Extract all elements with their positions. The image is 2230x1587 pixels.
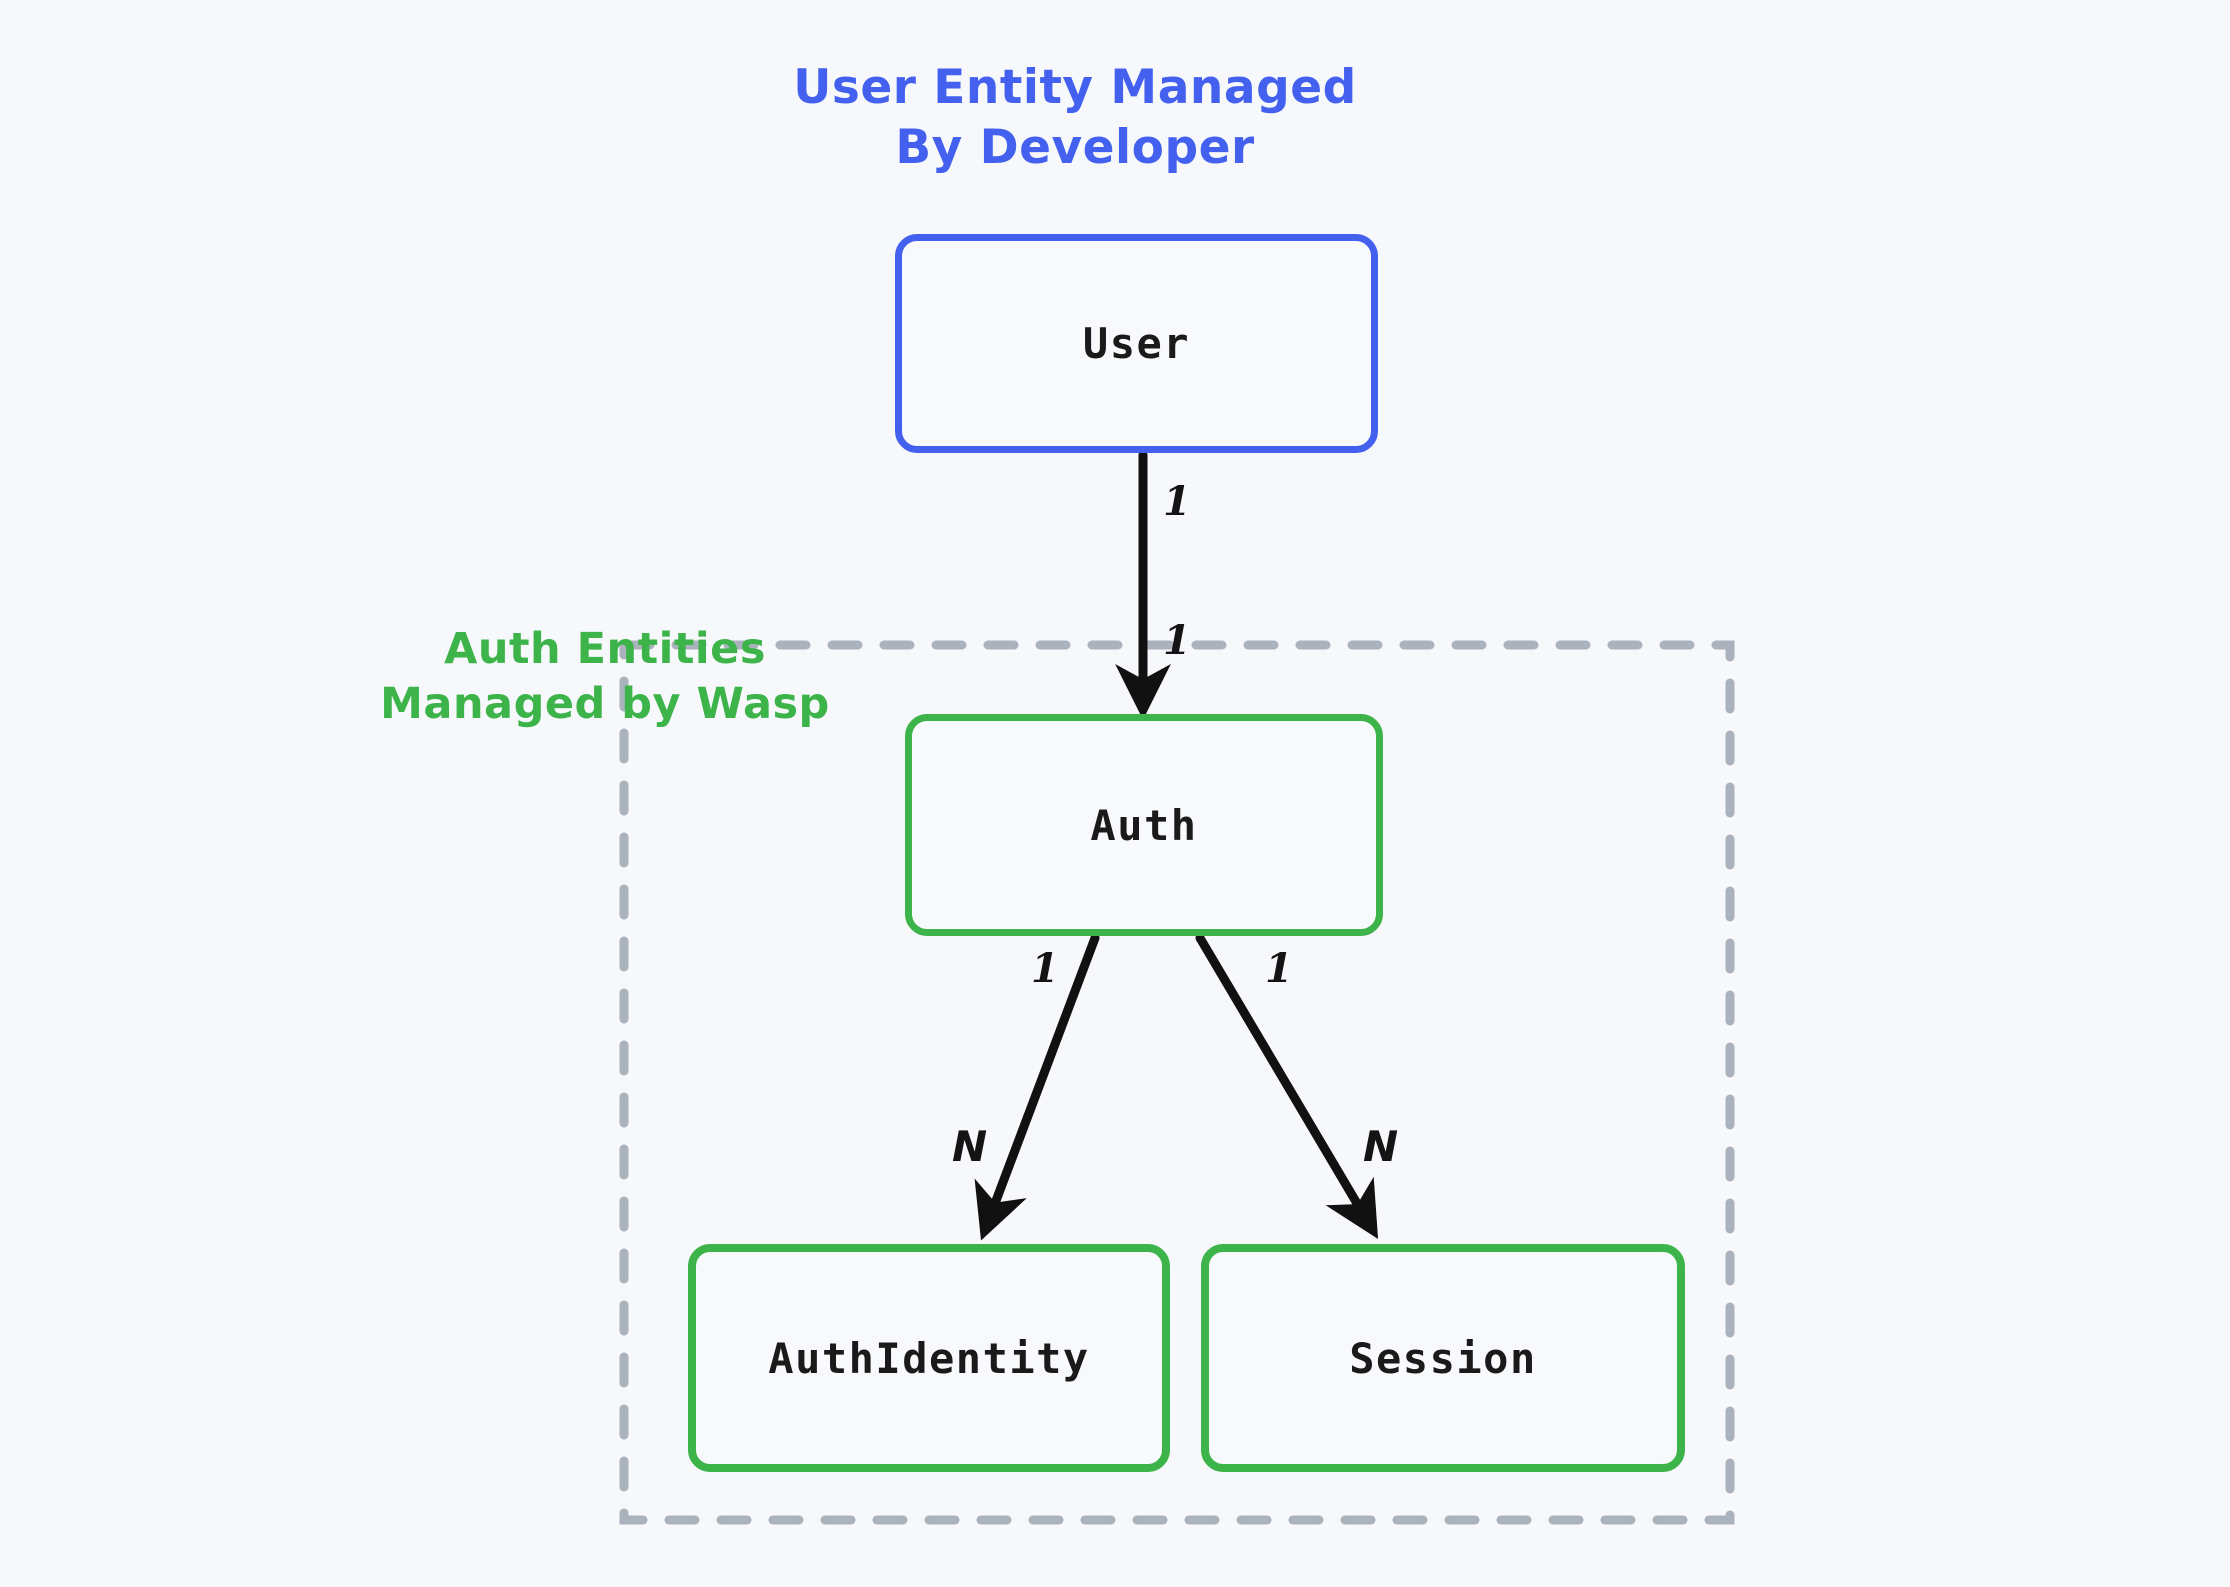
auth-group-title: Auth Entities Managed by Wasp [380, 624, 830, 730]
cardinality-auth-session-source: 1 [1265, 945, 1293, 992]
cardinality-auth-session-target: N [1363, 1122, 1399, 1171]
entity-label-session: Session [1349, 1333, 1537, 1383]
cardinality-auth-authidentity-target: N [952, 1122, 988, 1171]
entity-label-authidentity: AuthIdentity [768, 1333, 1090, 1383]
entity-box-authidentity[interactable]: AuthIdentity [688, 1244, 1170, 1472]
user-group-title: User Entity Managed By Developer [793, 60, 1357, 176]
cardinality-user-auth-source: 1 [1163, 478, 1191, 525]
entity-label-user: User [1082, 319, 1191, 368]
entity-box-user[interactable]: User [895, 234, 1378, 453]
entity-box-auth[interactable]: Auth [905, 714, 1383, 936]
cardinality-user-auth-target: 1 [1163, 617, 1191, 664]
arrow-auth-to-authidentity [974, 933, 1100, 1241]
cardinality-auth-authidentity-source: 1 [1031, 945, 1059, 992]
arrow-auth-to-session [1195, 933, 1379, 1240]
entity-label-auth: Auth [1090, 800, 1198, 850]
entity-box-session[interactable]: Session [1201, 1244, 1685, 1472]
